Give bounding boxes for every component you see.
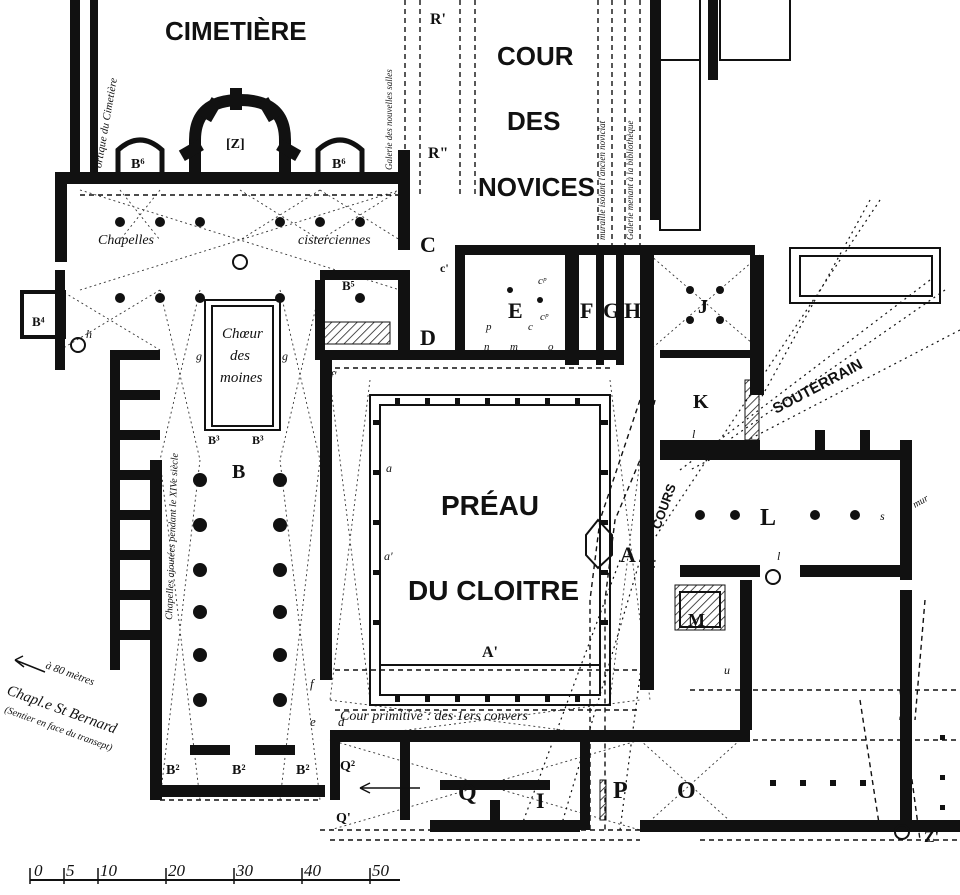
letter-a1: a' — [384, 549, 393, 563]
letter-B2b: B² — [232, 763, 246, 778]
label-chapelles: Chapelles — [98, 233, 155, 248]
letter-u: u — [724, 663, 730, 677]
letter-l2: l — [692, 427, 696, 441]
letter-B6b: B⁶ — [332, 157, 346, 172]
label-choeur-3: moines — [220, 370, 263, 386]
label-cour-primitive: Cour primitive : des 1ers convers — [340, 709, 528, 724]
letter-R2: R" — [428, 145, 448, 162]
letter-B2c: B² — [296, 763, 310, 778]
letter-P: P — [613, 778, 628, 804]
letter-e: e — [310, 714, 316, 729]
scale-bar: 0 5 10 20 30 40 50 — [29, 861, 400, 884]
letter-D: D — [420, 325, 436, 350]
letter-G: G — [603, 298, 620, 323]
letter-c2: c — [528, 321, 533, 333]
scale-tick-10: 10 — [100, 861, 118, 880]
letter-o: o — [548, 341, 554, 353]
note-chapelle-arrow: à 80 mètres — [44, 660, 96, 689]
label-cour-2: DES — [507, 106, 560, 136]
letter-i: i — [62, 249, 65, 263]
letter-Q2: Q² — [340, 759, 355, 774]
letter-L: L — [760, 505, 776, 531]
dashed-galleries — [80, 0, 960, 841]
letter-F: F — [580, 298, 593, 323]
arrow-q — [359, 782, 420, 794]
letter-labels: R' R" [Z] B⁶ B⁶ B⁵ B⁴ B³ B³ B B² B² B² C… — [32, 11, 939, 846]
label-choeur-1: Chœur — [222, 326, 263, 342]
letter-m: m — [510, 341, 518, 353]
letter-B4: B⁴ — [32, 314, 45, 329]
letter-Q: Q — [458, 780, 477, 806]
letter-f: f — [310, 676, 316, 691]
letter-Z1: Z' — [924, 829, 939, 846]
note-galerie-salles: Galerie des nouvelles salles — [384, 69, 394, 170]
letter-A: A — [620, 542, 636, 567]
letter-K: K — [693, 391, 709, 413]
letter-O: O — [677, 778, 696, 804]
letter-B3b: B³ — [252, 433, 264, 447]
label-choeur-2: des — [230, 348, 250, 364]
letter-p: p — [485, 321, 492, 333]
arrow-chapelle — [14, 655, 46, 673]
letter-d: d — [338, 714, 345, 729]
letter-I: I — [536, 788, 545, 813]
annex-b4 — [20, 290, 66, 339]
letter-Z: [Z] — [226, 137, 245, 152]
letter-J: J — [698, 296, 708, 318]
piers — [70, 217, 945, 840]
note-muraille: muraille isolant l'ancien noviciat — [597, 120, 607, 240]
letter-h: h — [86, 327, 92, 341]
letter-l: l — [777, 549, 781, 563]
scale-tick-20: 20 — [168, 861, 186, 880]
letter-B: B — [232, 461, 245, 483]
letter-A1: A' — [482, 644, 498, 661]
label-cimetiere: CIMETIÈRE — [165, 16, 307, 46]
scale-tick-0: 0 — [34, 861, 43, 880]
letter-s: s — [880, 509, 885, 523]
letter-C: C — [420, 232, 436, 257]
label-preau-1: PRÉAU — [441, 490, 539, 521]
letter-f1: f' — [330, 368, 337, 383]
letter-cp2: cᵖ — [540, 311, 549, 323]
letter-n: n — [484, 341, 490, 353]
scale-tick-40: 40 — [304, 861, 322, 880]
note-mur: mur — [911, 493, 931, 511]
letter-B3a: B³ — [208, 433, 220, 447]
letter-c1: c' — [440, 261, 449, 275]
annex-m — [679, 591, 721, 628]
letter-R1: R' — [430, 11, 446, 28]
label-cour-1: COUR — [497, 41, 574, 71]
scale-tick-30: 30 — [235, 861, 254, 880]
letter-g1: g — [196, 349, 202, 363]
label-cisterciennes: cisterciennes — [298, 233, 371, 248]
note-galerie-bibliotheque: Galerie menant à la bibliothèque — [625, 121, 635, 240]
letter-a: a — [386, 461, 392, 475]
note-chapelles-ajoutees: Chapelles ajoutées pendant le XIVe siècl… — [164, 452, 181, 620]
letter-g2: g — [282, 349, 288, 363]
letter-E: E — [508, 298, 523, 323]
letter-H: H — [624, 298, 641, 323]
label-preau-2: DU CLOITRE — [408, 575, 579, 606]
scale-tick-5: 5 — [66, 861, 75, 880]
letter-B6a: B⁶ — [131, 157, 145, 172]
letter-B5: B⁵ — [342, 278, 355, 293]
letter-Q1: Q' — [336, 811, 351, 826]
label-souterrain: SOUTERRAIN — [770, 356, 866, 418]
walls — [55, 0, 960, 832]
label-cour-3: NOVICES — [478, 172, 595, 202]
cloister-garth — [369, 394, 613, 706]
letter-M: M — [688, 610, 705, 630]
scale-tick-50: 50 — [372, 861, 390, 880]
letter-cp1: cᵖ — [538, 275, 547, 287]
letter-B2a: B² — [166, 763, 180, 778]
